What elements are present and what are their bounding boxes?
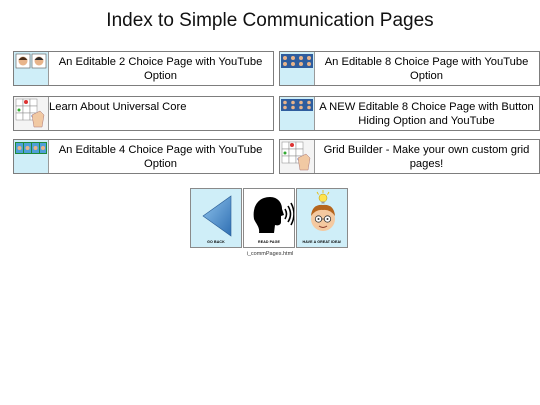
card-4-choice[interactable]: An Editable 4 Choice Page with YouTube O… [13, 139, 274, 174]
great-idea-label: HAVE A GREAT IDEA! [302, 240, 342, 244]
back-arrow-icon [202, 195, 232, 237]
go-back-label: GO BACK [207, 240, 225, 244]
card-label: An Editable 2 Choice Page with YouTube O… [58, 56, 263, 82]
universal-core-grid-icon [14, 97, 49, 130]
card-label: An Editable 8 Choice Page with YouTube O… [324, 56, 529, 82]
go-back-button[interactable]: GO BACK [190, 188, 242, 248]
card-label: An Editable 4 Choice Page with YouTube O… [58, 144, 263, 170]
card-universal-core[interactable]: Learn About Universal Core [13, 96, 274, 131]
four-choice-icon [14, 140, 49, 173]
card-grid-builder[interactable]: Grid Builder - Make your own custom grid… [279, 139, 540, 174]
card-label: Learn About Universal Core [49, 101, 187, 113]
eight-grid-new-icon [280, 97, 315, 130]
two-faces-icon [14, 52, 49, 85]
footer-filename: i_commPages.html [246, 251, 294, 257]
card-new-8-choice[interactable]: A NEW Editable 8 Choice Page with Button… [279, 96, 540, 131]
card-8-choice[interactable]: An Editable 8 Choice Page with YouTube O… [279, 51, 540, 86]
grid-builder-icon [280, 140, 315, 173]
read-page-label: READ PAGE [258, 240, 280, 244]
speaking-head-icon [253, 197, 294, 233]
great-idea-button[interactable]: HAVE A GREAT IDEA! [296, 188, 348, 248]
card-2-choice[interactable]: An Editable 2 Choice Page with YouTube O… [13, 51, 274, 86]
idea-person-icon [311, 190, 335, 231]
read-page-button[interactable]: READ PAGE [243, 188, 295, 248]
page-title: Index to Simple Communication Pages [106, 10, 434, 31]
card-label: A NEW Editable 8 Choice Page with Button… [319, 101, 534, 127]
card-label: Grid Builder - Make your own custom grid… [323, 144, 530, 170]
eight-grid-icon [280, 52, 315, 85]
